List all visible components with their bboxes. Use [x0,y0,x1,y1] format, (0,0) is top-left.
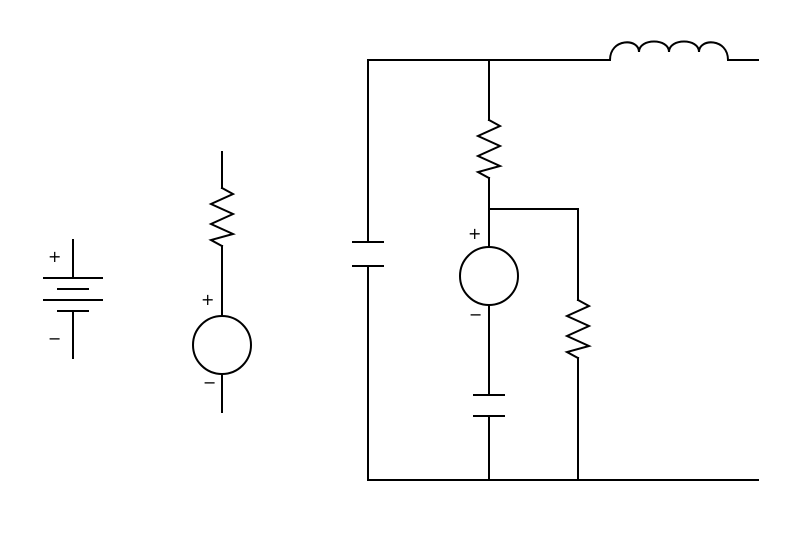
resistor-source-series: + − [192,151,252,413]
voltage-source-left [192,315,252,375]
resistor-middle [475,118,503,180]
battery-plus-sign: + [48,247,61,266]
battery-symbol: + − [43,239,103,359]
inductor [608,40,730,62]
source-left-minus-sign: − [203,373,216,392]
source-circuit-plus-sign: + [468,224,481,243]
voltage-source-circuit [459,246,519,306]
source-left-plus-sign: + [201,290,214,309]
main-circuit: + − [352,40,759,481]
battery-minus-sign: − [48,329,61,348]
resistor-right [564,298,592,360]
source-circuit-minus-sign: − [469,305,482,324]
resistor-left [208,186,236,248]
